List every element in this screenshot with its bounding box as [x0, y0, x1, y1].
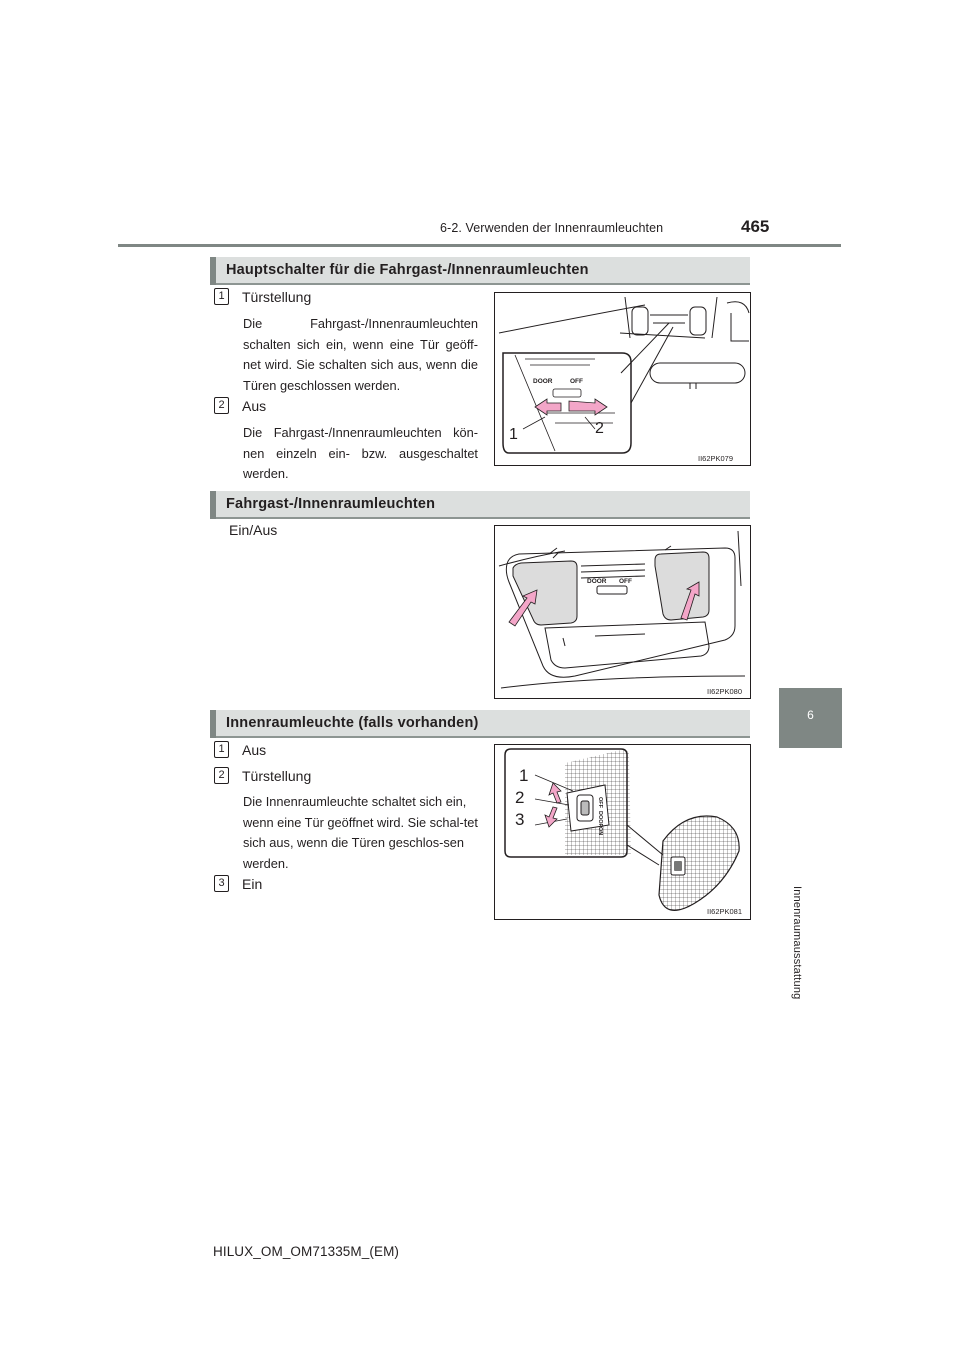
item-number-icon: 3 — [214, 875, 229, 892]
figure-code: II62PK080 — [707, 687, 742, 696]
item-description: Die Fahrgast-/Innenraumleuchten kön-nen … — [243, 425, 478, 481]
section-heading-text: Hauptschalter für die Fahrgast-/Innenrau… — [226, 262, 589, 278]
switch-label-off: OFF — [597, 797, 603, 809]
section-heading-passenger-lights: Fahrgast-/Innenraumleuchten — [210, 491, 750, 519]
switch-label-on: ON — [597, 827, 603, 835]
item-number-icon: 1 — [214, 288, 229, 305]
running-header-section-title: 6-2. Verwenden der Innenraumleuchten — [440, 221, 664, 235]
section-heading-text: Fahrgast-/Innenraumleuchten — [226, 496, 436, 512]
figure-code: II62PK079 — [698, 454, 733, 463]
section-heading-text: Innenraumleuchte (falls vorhanden) — [226, 715, 479, 731]
callout-2: 2 — [595, 420, 604, 437]
interior-light-illustration: 1 2 3 OFF DOOR ON II62PK081 — [504, 748, 742, 916]
header-rule — [118, 244, 841, 247]
item-number-icon: 2 — [214, 397, 229, 414]
chapter-tab — [779, 688, 842, 748]
chapter-label: Innenraumausstattung — [791, 886, 803, 1000]
item-description: Die Innenraumleuchte schaltet sich ein, … — [243, 794, 478, 871]
section-heading-main-switch: Hauptschalter für die Fahrgast-/Innenrau… — [210, 257, 750, 285]
switch-label-off: OFF — [619, 578, 632, 585]
switch-label-door: DOOR — [597, 811, 603, 828]
item-description: Die Fahrgast-/Innenraumleuchten schalten… — [243, 316, 478, 393]
item-title: Aus — [242, 742, 267, 758]
passenger-lights-illustration: DOOR OFF II62PK080 — [498, 530, 746, 696]
item-title: Ein — [242, 876, 263, 892]
figure-passenger-lights: DOOR OFF II62PK080 — [494, 525, 751, 699]
footer-model-code: HILUX_OM_OM71335M_(EM) — [213, 1244, 400, 1259]
switch-label-door: DOOR — [587, 578, 607, 585]
section-text: Ein/Aus — [229, 522, 278, 538]
main-switch-illustration: DOOR OFF 1 2 II62PK079 — [498, 296, 750, 463]
item-title: Türstellung — [242, 289, 312, 305]
page-number: 465 — [741, 217, 770, 236]
callout-1: 1 — [509, 426, 518, 443]
item-title: Aus — [242, 398, 267, 414]
arrow-right-icon — [568, 398, 608, 416]
item-title: Türstellung — [242, 768, 312, 784]
item-number-icon: 1 — [214, 741, 229, 758]
arrow-down-icon — [544, 806, 558, 828]
item-number-icon: 2 — [214, 767, 229, 784]
switch-label-door: DOOR — [533, 378, 553, 385]
heading-bar — [210, 710, 216, 738]
arrow-up-icon — [548, 782, 562, 804]
press-arrow-right-icon — [680, 581, 700, 621]
switch-label-off: OFF — [570, 378, 583, 385]
callout-3: 3 — [515, 810, 524, 829]
figure-main-switch: DOOR OFF 1 2 II62PK079 — [494, 292, 751, 466]
figure-interior-light: 1 2 3 OFF DOOR ON II62PK081 — [494, 744, 751, 920]
callout-2: 2 — [515, 788, 524, 807]
chapter-number: 6 — [807, 708, 814, 722]
section-heading-interior-light: Innenraumleuchte (falls vorhanden) — [210, 710, 750, 738]
callout-1: 1 — [519, 766, 528, 785]
figure-code: II62PK081 — [707, 907, 742, 916]
heading-bar — [210, 491, 216, 519]
arrow-left-icon — [534, 398, 562, 416]
press-arrow-left-icon — [508, 589, 538, 627]
heading-bar — [210, 257, 216, 285]
